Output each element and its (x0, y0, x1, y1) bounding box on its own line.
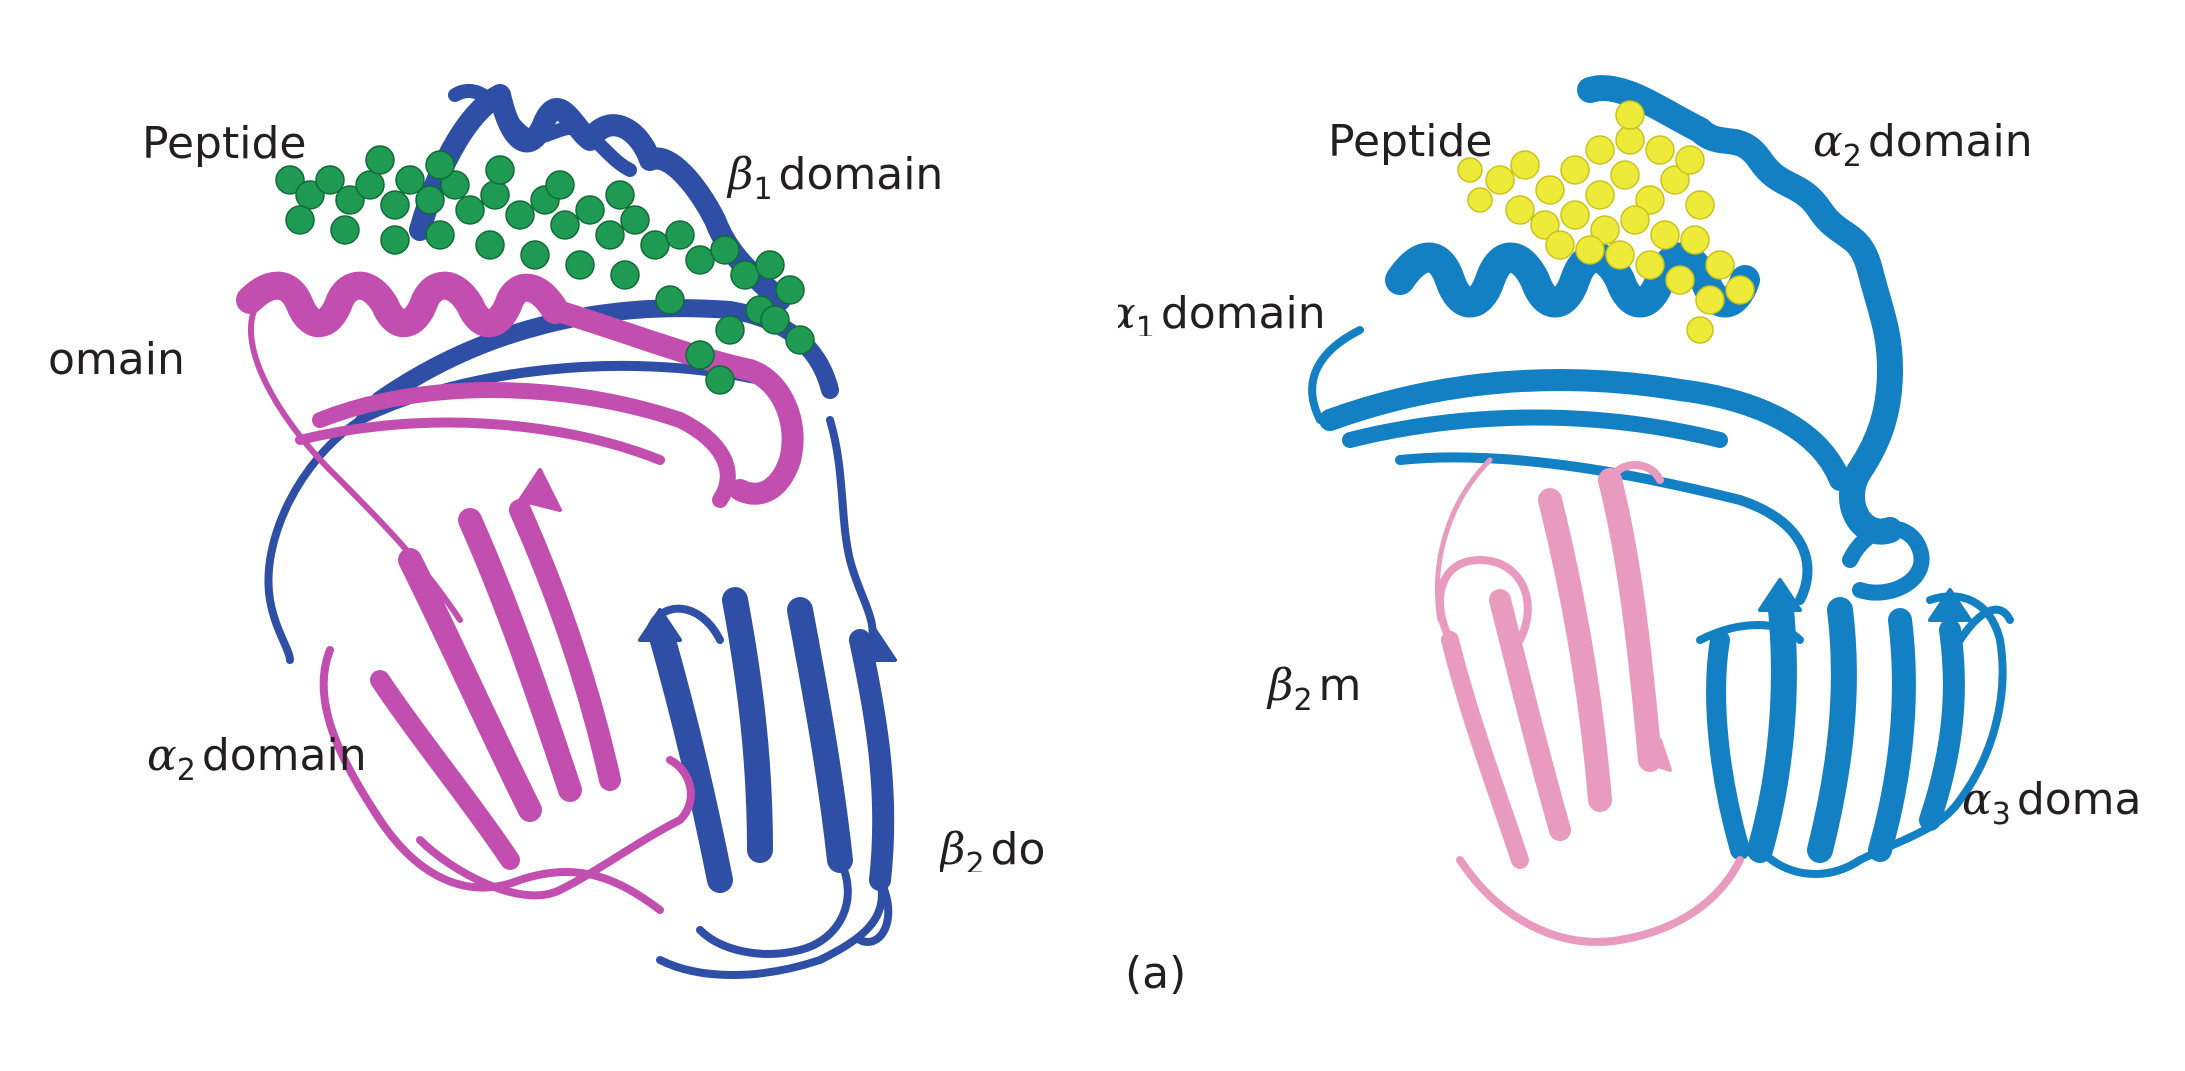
beta-symbol: β (728, 149, 754, 200)
domain-text: domain (1160, 292, 1326, 336)
subscript: 2 (176, 753, 196, 788)
m-text: m (1318, 660, 1362, 711)
alpha-symbol: α (1813, 116, 1843, 167)
domain-text: domain (778, 149, 944, 200)
right-alpha1-domain-label-partial: ɑ1domain (1118, 292, 1348, 336)
subscript: 2 (1842, 139, 1862, 174)
panel-label: (a) (1125, 948, 1187, 999)
domain-text: domain (1867, 116, 2033, 167)
right-heavy-chain-ribbon (1308, 75, 2014, 878)
alpha-symbol-partial: ɑ (1118, 292, 1136, 336)
domain-text: doma (2016, 774, 2142, 825)
left-peptide-spheres (275, 145, 815, 395)
alpha-symbol: α (147, 730, 177, 781)
subscript: 3 (1991, 797, 2011, 832)
right-peptide-spheres (1457, 100, 1755, 344)
alpha-symbol: α (1962, 774, 1992, 825)
right-mhc-class-i-structure (1308, 75, 2014, 946)
left-peptide-label: Peptide (142, 118, 307, 169)
right-b2m-ribbon (1435, 457, 1744, 946)
left-beta-chain-ribbon (264, 84, 897, 979)
domain-text: domain (201, 730, 367, 781)
domain-text: do (990, 828, 1046, 872)
left-alpha-chain-ribbon (236, 271, 804, 914)
beta-symbol: β (940, 828, 966, 872)
subscript: 2 (965, 847, 985, 873)
subscript: 1 (1135, 311, 1155, 337)
left-mhc-class-ii-structure (236, 84, 897, 979)
subscript: 2 (1293, 683, 1313, 718)
beta-symbol: β (1268, 660, 1294, 711)
right-peptide-label: Peptide (1328, 116, 1493, 167)
left-alpha1-domain-label-partial: omain (48, 334, 185, 385)
subscript: 1 (753, 172, 773, 207)
